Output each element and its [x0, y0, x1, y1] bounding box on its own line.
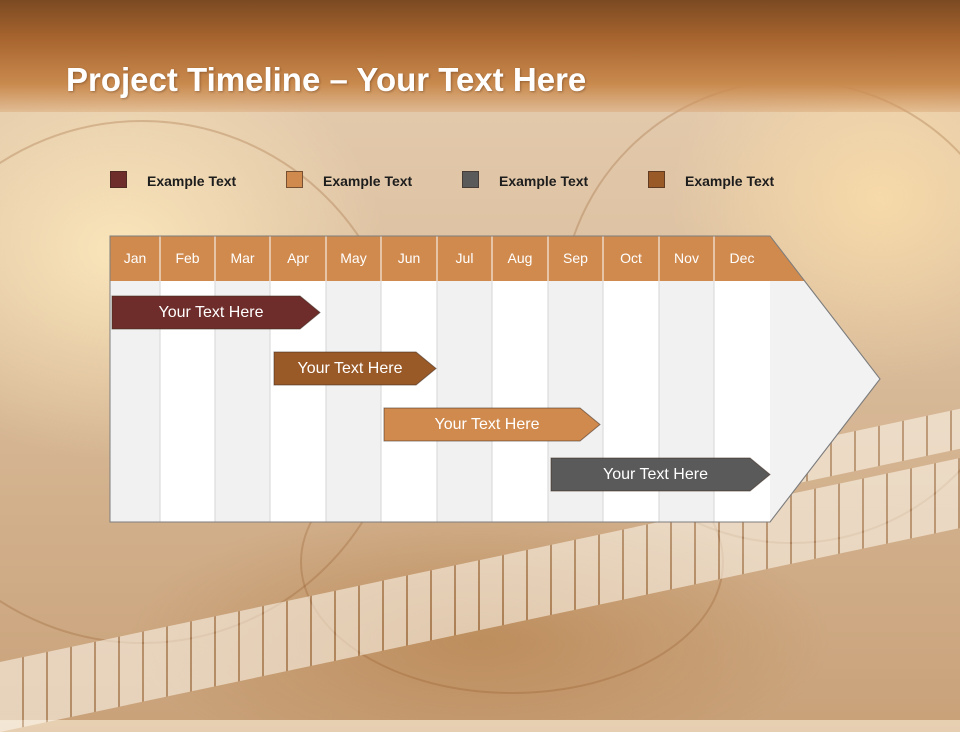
month-label-sep: Sep [563, 250, 588, 266]
title-bar: Project Timeline – Your Text Here [0, 0, 960, 112]
month-column [437, 281, 492, 522]
task-bar-label-2: Your Text Here [297, 360, 403, 377]
month-label-mar: Mar [230, 250, 255, 266]
month-label-aug: Aug [507, 250, 533, 266]
month-label-nov: Nov [674, 250, 699, 266]
legend-swatch [462, 171, 479, 188]
legend-label: Example Text [323, 173, 413, 189]
task-bar-label-1: Your Text Here [158, 304, 264, 321]
task-bar-1 [111, 295, 321, 330]
legend: Example Text Example Text Example Text E… [0, 0, 960, 200]
legend-label: Example Text [147, 173, 237, 189]
task-bar-4 [550, 457, 771, 492]
legend-label: Example Text [685, 173, 775, 189]
legend-swatch [110, 171, 127, 188]
task-bar-label-3: Your Text Here [434, 416, 540, 433]
title-bold: Project Timeline [66, 61, 321, 98]
month-label-oct: Oct [620, 250, 642, 266]
title-rest: – Your Text Here [320, 61, 587, 98]
timeline-outline [109, 235, 881, 523]
task-bar-label-4: Your Text Here [603, 466, 708, 483]
task-bar-3 [383, 407, 601, 442]
month-label-feb: Feb [175, 250, 200, 266]
legend-swatch [286, 171, 303, 188]
month-header-band [110, 236, 805, 281]
month-column [381, 281, 437, 522]
month-column [492, 281, 548, 522]
page-title: Project Timeline – Your Text Here [66, 58, 586, 102]
month-label-jul: Jul [455, 250, 474, 266]
task-bar-2 [273, 351, 437, 386]
month-label-jan: Jan [123, 250, 147, 266]
month-label-apr: Apr [287, 250, 309, 266]
month-label-may: May [340, 250, 367, 266]
legend-swatch [648, 171, 665, 188]
legend-label: Example Text [499, 173, 589, 189]
month-column [326, 281, 381, 522]
month-label-dec: Dec [729, 250, 755, 266]
month-label-jun: Jun [397, 250, 421, 266]
